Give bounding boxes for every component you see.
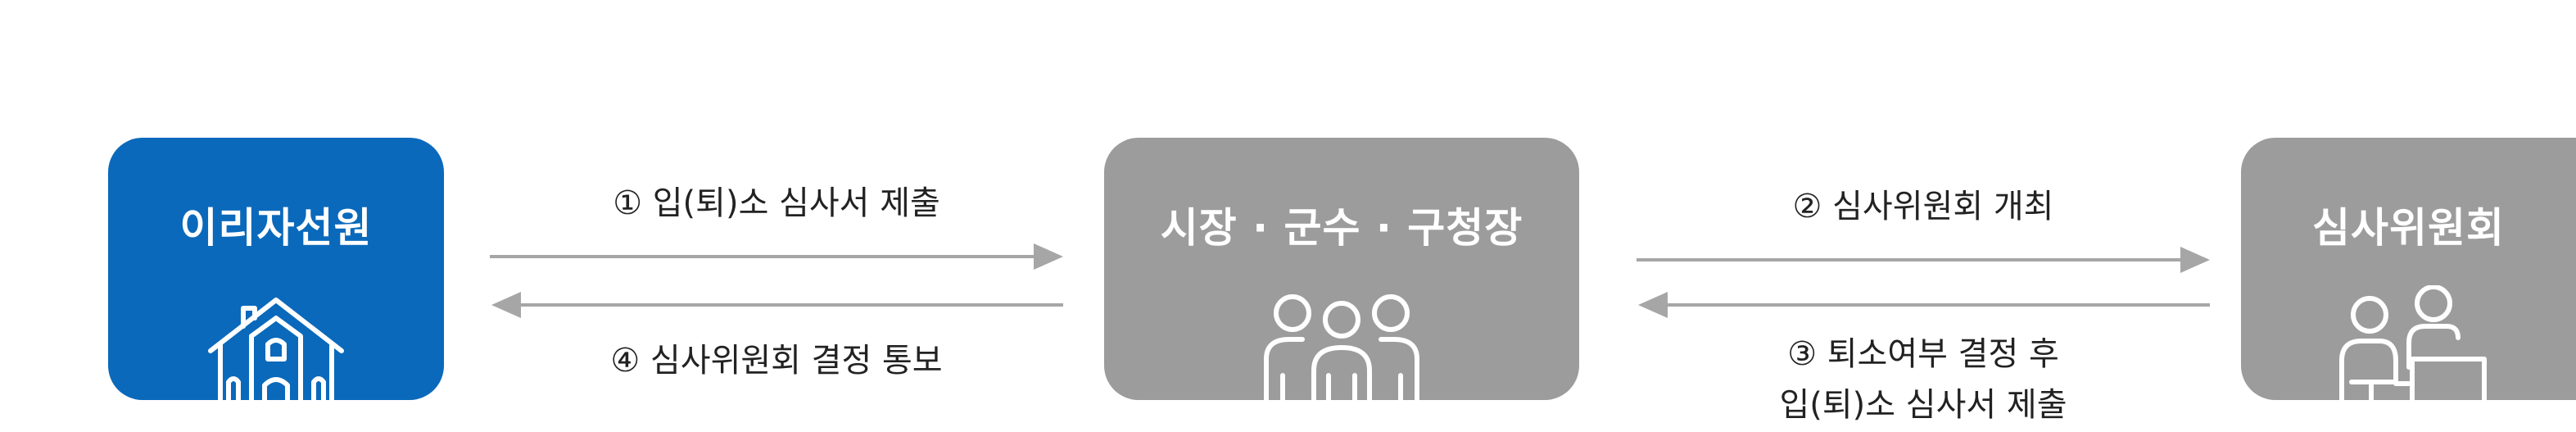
arrow-step2-head xyxy=(2180,247,2210,273)
committee-title: 심사위원회 xyxy=(2312,204,2505,252)
arrow-step4-head xyxy=(491,292,521,318)
building-icon xyxy=(208,298,344,400)
step3-label-line1: ③ 퇴소여부 결정 후 xyxy=(1787,335,2059,373)
official-box: 시장 · 군수 · 구청장 xyxy=(1104,138,1579,400)
applicant-title: 이리자선원 xyxy=(179,204,373,252)
meeting-icon xyxy=(2338,285,2487,400)
step3-label-line2: 입(퇴)소 심사서 제출 xyxy=(1779,386,2067,424)
arrow-step3-head xyxy=(1638,292,1668,318)
official-title: 시장 · 군수 · 구청장 xyxy=(1160,204,1523,252)
people-icon xyxy=(1264,294,1419,400)
committee-box: 심사위원회 xyxy=(2241,138,2576,400)
step2-label: ② 심사위원회 개최 xyxy=(1792,188,2054,225)
applicant-box: 이리자선원 xyxy=(108,138,444,400)
step1-label: ① 입(퇴)소 심사서 제출 xyxy=(613,184,940,222)
step4-label: ④ 심사위원회 결정 통보 xyxy=(610,342,943,380)
arrow-step1-head xyxy=(1034,243,1063,270)
